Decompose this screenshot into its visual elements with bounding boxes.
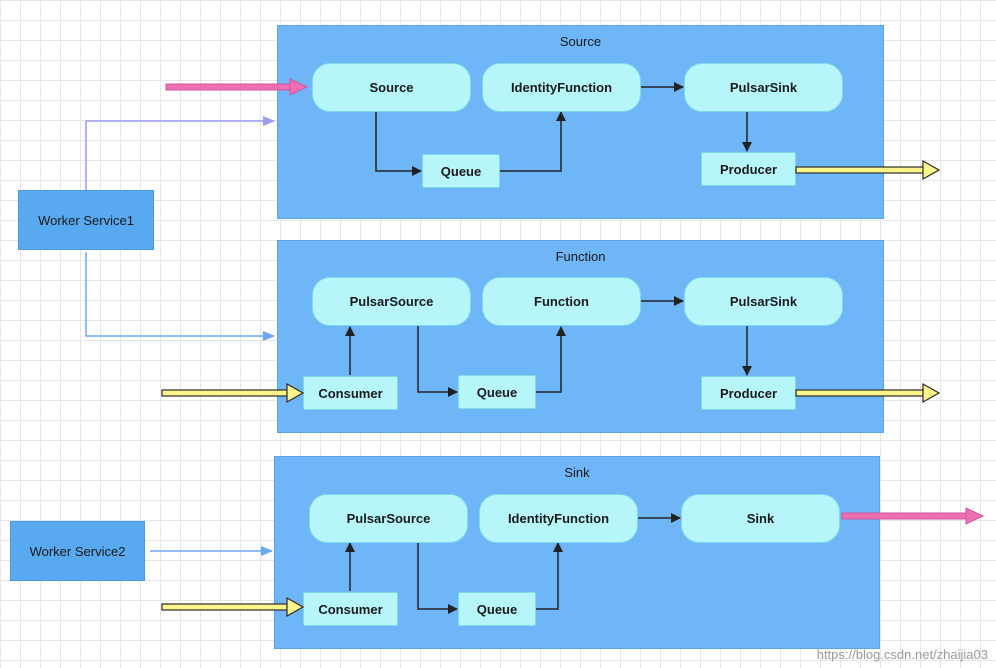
consumer-node-2: Consumer	[303, 592, 398, 626]
queue-node-3: Queue	[458, 592, 536, 626]
pulsar-sink-node: PulsarSink	[684, 63, 843, 112]
worker1-to-source-line	[85, 116, 275, 190]
function-panel-title: Function	[555, 249, 606, 264]
worker-service1: Worker Service1	[18, 190, 154, 250]
queue-to-identity-line-2	[536, 542, 563, 610]
consumer-node: Consumer	[303, 376, 398, 410]
worker-service2: Worker Service2	[10, 521, 145, 581]
queue-to-identity-line	[500, 111, 566, 172]
sink-panel-title: Sink	[564, 465, 590, 480]
source-panel-title: Source	[559, 34, 602, 49]
source-panel: Source	[277, 25, 884, 219]
sink-node: Sink	[681, 494, 840, 543]
pulsar-source-node: PulsarSource	[312, 277, 471, 326]
producer-node-2: Producer	[701, 376, 796, 410]
pulsarsource-to-queue-line-2	[417, 543, 458, 614]
function-node: Function	[482, 277, 641, 326]
producer-node: Producer	[701, 152, 796, 186]
identity-function-node-2: IdentityFunction	[479, 494, 638, 543]
watermark: https://blog.csdn.net/zhaijia03	[816, 647, 988, 662]
queue-node: Queue	[422, 154, 500, 188]
pulsar-source-node-2: PulsarSource	[309, 494, 468, 543]
queue-to-function-line	[536, 326, 566, 393]
pulsar-sink-node-2: PulsarSink	[684, 277, 843, 326]
queue-node-2: Queue	[458, 375, 536, 409]
source-to-queue-line	[375, 112, 422, 176]
source-node: Source	[312, 63, 471, 112]
worker1-to-function-line	[85, 252, 275, 341]
identity-function-node: IdentityFunction	[482, 63, 641, 112]
pulsarsource-to-queue-line	[417, 326, 458, 397]
